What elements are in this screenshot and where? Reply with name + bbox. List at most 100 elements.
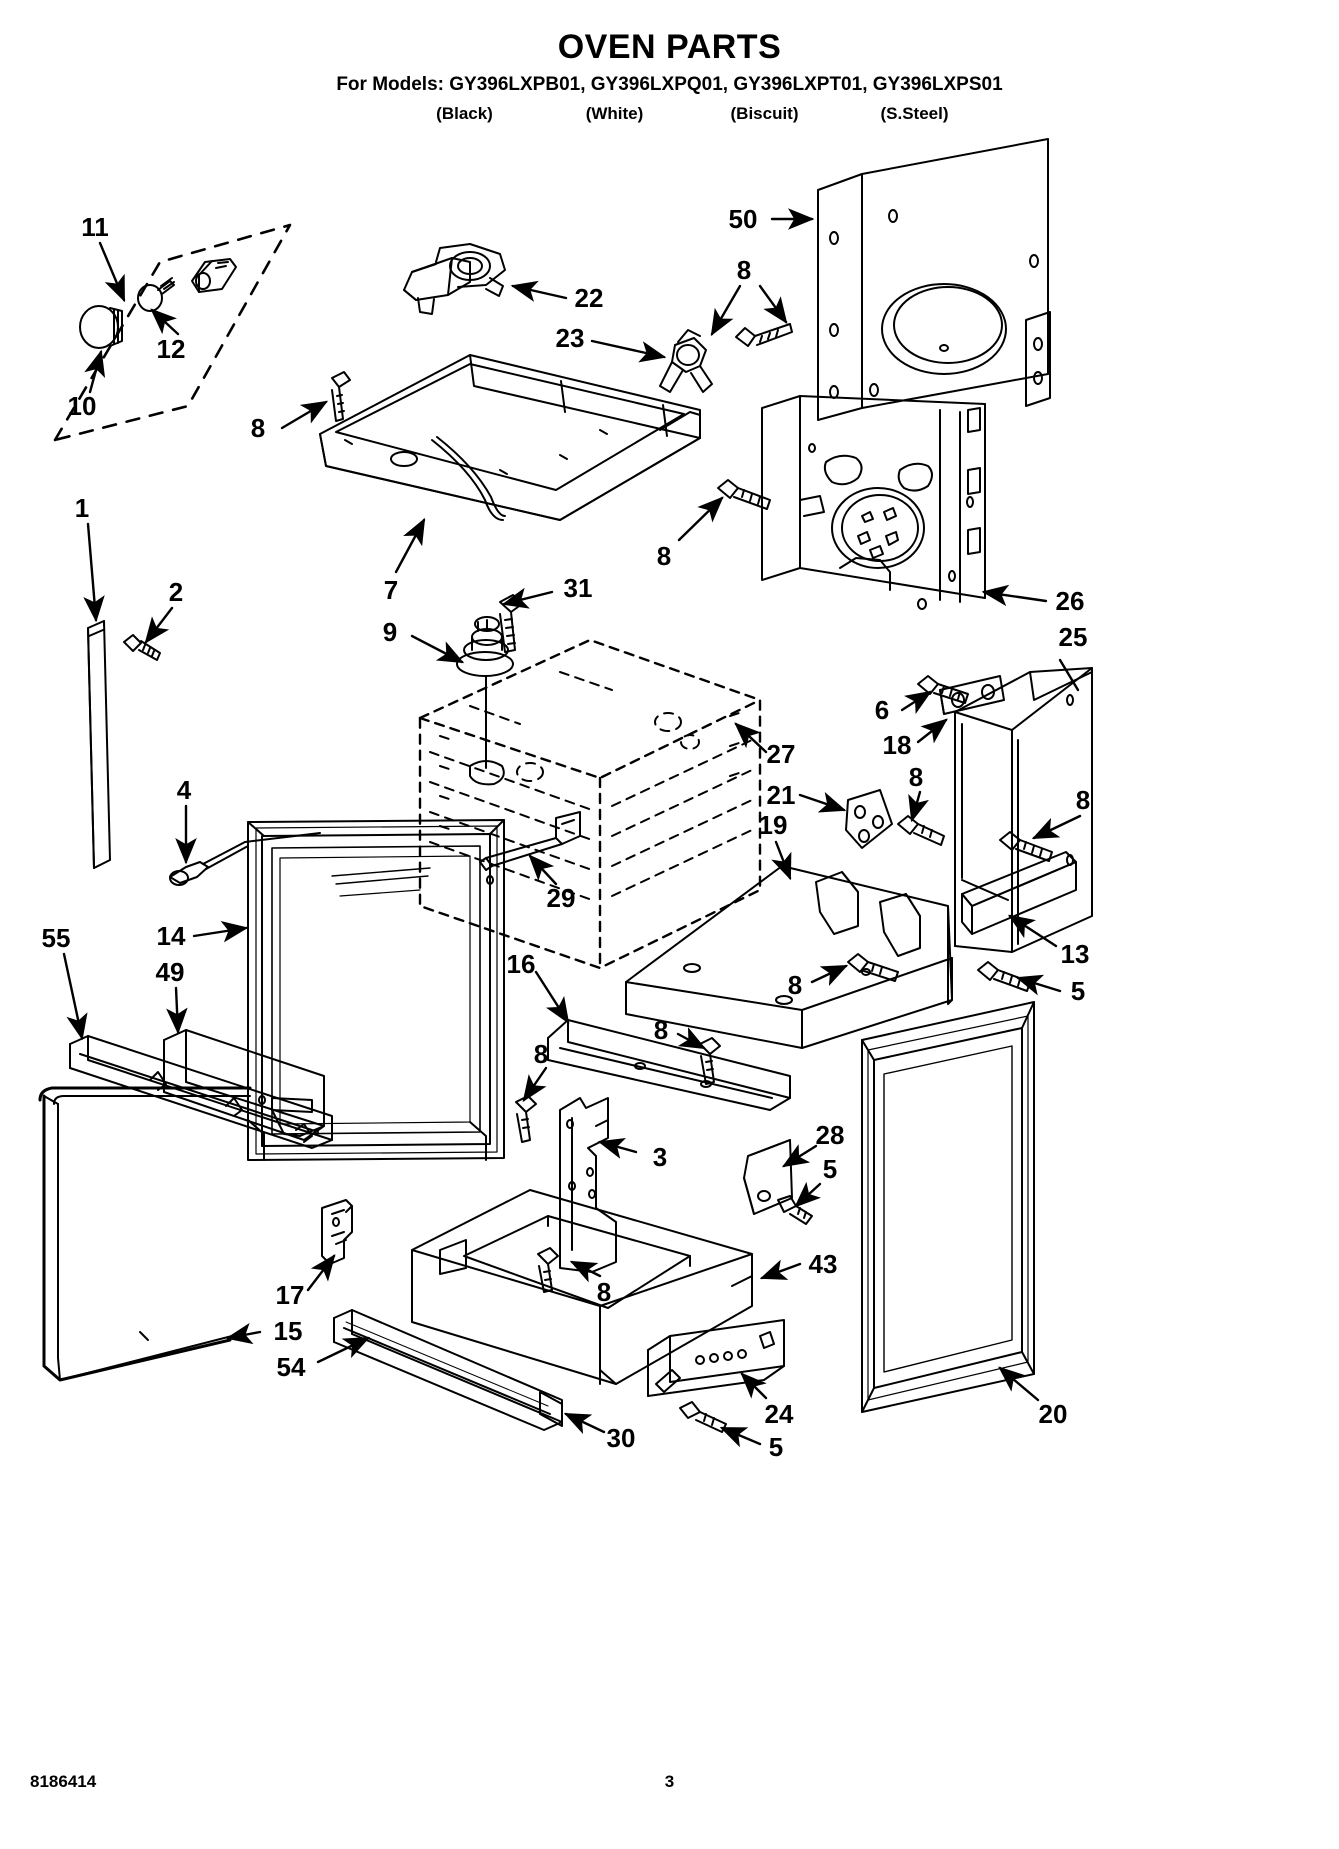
callout-number-2: 2	[168, 577, 184, 607]
callout-number-8: 8	[596, 1277, 612, 1307]
callout-number-6: 6	[874, 695, 890, 725]
color-label-biscuit: (Biscuit)	[730, 104, 799, 123]
callout-number-8: 8	[656, 541, 672, 571]
part-4-temperature-probe	[170, 833, 320, 885]
callout-number-19: 19	[758, 810, 788, 840]
part-49-side-rail	[164, 1030, 324, 1140]
part-20-outer-door-panel	[862, 1002, 1034, 1412]
callout-number-25: 25	[1058, 622, 1088, 652]
callout-number-8: 8	[653, 1015, 669, 1045]
part-21-hinge-plate	[846, 790, 892, 848]
callout-number-21: 21	[766, 780, 796, 810]
callout-number-5: 5	[822, 1154, 838, 1184]
callout-number-12: 12	[156, 334, 186, 364]
part-7-oven-top-panel	[320, 355, 700, 520]
callout-number-43: 43	[808, 1249, 838, 1279]
part-30-front-rail	[334, 1310, 562, 1430]
part-6-screw	[918, 676, 968, 703]
callout-number-14: 14	[156, 921, 186, 951]
callout-number-20: 20	[1038, 1399, 1068, 1429]
part-24-control-rail	[648, 1320, 784, 1396]
part-1-side-trim	[88, 621, 110, 868]
color-label-black: (Black)	[436, 104, 493, 123]
part-19-bottom-deflector	[626, 866, 952, 1048]
part-31-screw	[500, 595, 522, 652]
part-28-cover-plate	[744, 1140, 792, 1214]
part-8-screw-hinge-plate	[898, 816, 944, 845]
part-8-screw-trim-beam	[700, 1038, 720, 1084]
callout-number-8: 8	[1075, 785, 1091, 815]
color-label-white: (White)	[585, 104, 644, 123]
leader-lines	[64, 208, 1080, 1448]
callout-number-23: 23	[555, 323, 585, 353]
callout-number-9: 9	[382, 617, 398, 647]
part-22-latch-assembly	[404, 244, 505, 314]
callout-number-18: 18	[882, 730, 912, 760]
callout-number-49: 49	[155, 957, 185, 987]
footer-part-code: 8186414	[30, 1772, 97, 1791]
part-43-oven-bottom-pan	[412, 1190, 752, 1384]
callout-number-4: 4	[176, 775, 192, 805]
part-8-screw-side-panel	[1000, 832, 1052, 861]
color-label-ssteel: (S.Steel)	[880, 104, 949, 123]
page-title: OVEN PARTS	[557, 28, 782, 66]
part-50-rear-panel	[818, 139, 1050, 420]
callout-number-22: 22	[574, 283, 604, 313]
part-16-front-trim-beam	[548, 1020, 790, 1110]
callout-number-55: 55	[41, 923, 71, 953]
callout-number-17: 17	[275, 1280, 305, 1310]
part-55-side-rail	[70, 1036, 332, 1148]
callout-number-27: 27	[766, 739, 796, 769]
callout-number-54: 54	[276, 1352, 306, 1382]
callout-number-7: 7	[383, 575, 399, 605]
callout-number-29: 29	[546, 883, 576, 913]
footer-page-number: 3	[664, 1772, 675, 1791]
part-12-lamp-bulb	[138, 278, 174, 311]
part-11-lamp-socket	[192, 259, 236, 292]
callout-number-30: 30	[606, 1423, 636, 1453]
part-15-door-gasket	[40, 1088, 250, 1380]
callout-number-26: 26	[1055, 586, 1085, 616]
part-26-rear-shield	[762, 396, 985, 609]
part-54-long-rail	[334, 1310, 562, 1430]
callout-number-8: 8	[533, 1039, 549, 1069]
part-8-screw-front-bracket	[516, 1096, 536, 1142]
part-5-screw-rail	[978, 962, 1030, 991]
callout-number-50: 50	[728, 204, 758, 234]
part-3-front-bracket	[560, 1098, 616, 1272]
callout-number-8: 8	[787, 970, 803, 1000]
part-25-side-panel	[955, 668, 1092, 952]
callout-number-3: 3	[652, 1142, 668, 1172]
part-29-cavity-sensor	[480, 812, 580, 870]
part-9-cavity-fitting	[457, 617, 513, 784]
color-variant-row: (Black) (White) (Biscuit) (S.Steel)	[0, 104, 1339, 124]
callout-number-15: 15	[273, 1316, 303, 1346]
part-8-screw-b	[736, 324, 792, 346]
part-2-screw	[124, 635, 160, 660]
part-14-door-inner-frame	[248, 820, 504, 1160]
callout-number-24: 24	[764, 1399, 794, 1429]
callout-number-13: 13	[1060, 939, 1090, 969]
callout-number-28: 28	[815, 1120, 845, 1150]
part-5-screw-control-rail	[680, 1402, 726, 1432]
callout-number-10: 10	[67, 391, 97, 421]
callout-number-8: 8	[736, 255, 752, 285]
callout-number-5: 5	[768, 1432, 784, 1462]
part-13-bottom-rail	[962, 852, 1076, 934]
callout-number-8: 8	[250, 413, 266, 443]
part-27-oven-cavity	[420, 640, 760, 968]
callout-number-5: 5	[1070, 976, 1086, 1006]
callout-number-1: 1	[74, 493, 90, 523]
part-23-hinge-bracket	[660, 330, 712, 392]
part-8-screw-deflector	[848, 954, 898, 981]
part-8-screw-rear-shield	[718, 480, 770, 509]
callout-number-11: 11	[81, 212, 109, 242]
part-18-hinge-receiver	[940, 676, 1004, 714]
models-subtitle: For Models: GY396LXPB01, GY396LXPQ01, GY…	[336, 74, 1003, 95]
part-17-clip-bracket	[322, 1200, 352, 1264]
callout-number-8: 8	[908, 762, 924, 792]
callout-number-31: 31	[563, 573, 593, 603]
part-10-lamp-lens	[80, 306, 122, 348]
part-5-screw-cover-plate	[778, 1196, 812, 1224]
